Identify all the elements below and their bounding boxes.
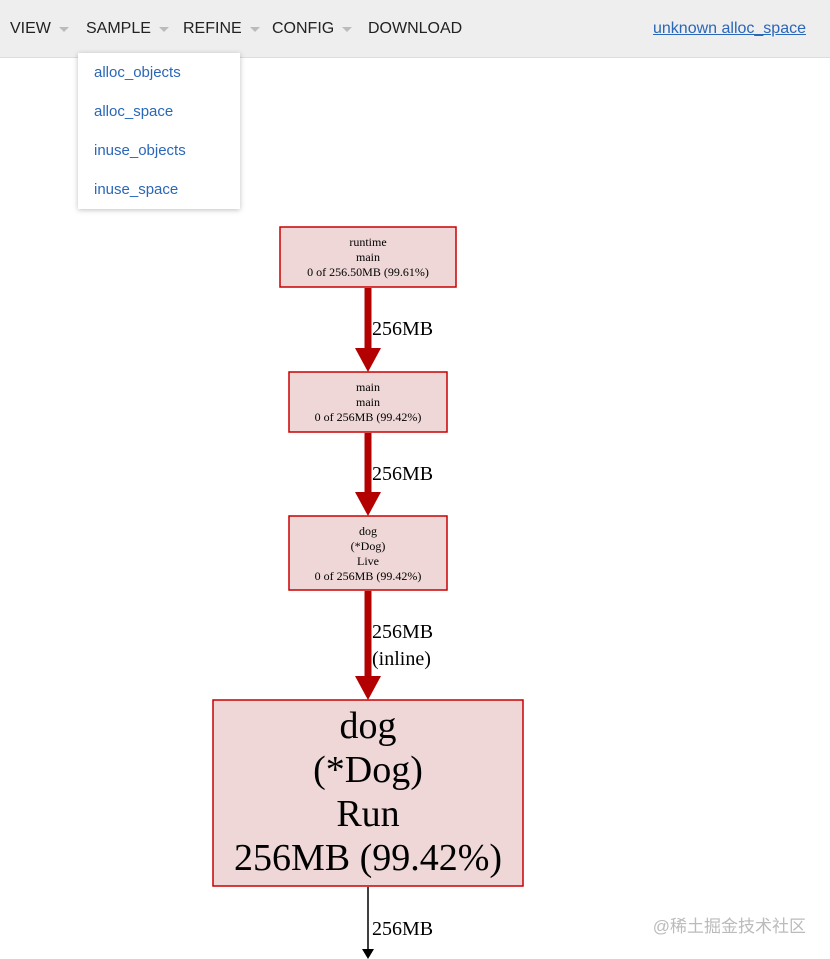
sample-menu-label: SAMPLE — [86, 20, 151, 37]
sample-option-inuse-space[interactable]: inuse_space — [94, 181, 179, 198]
node-box — [288, 515, 448, 591]
node-box — [212, 699, 524, 887]
node-label-line: dog — [359, 524, 377, 538]
view-menu-label: VIEW — [10, 20, 51, 37]
download-menu[interactable]: DOWNLOAD — [368, 0, 462, 58]
chevron-down-icon — [58, 27, 69, 32]
arrowhead-icon — [355, 348, 381, 372]
node-label-line: Live — [357, 554, 379, 568]
node-label-line: main — [356, 250, 380, 264]
edge-main-to-dog-live[interactable]: 256MB — [355, 433, 433, 516]
arrowhead-icon — [362, 949, 374, 959]
node-label-line: (*Dog) — [351, 539, 386, 553]
node-label-line: 0 of 256MB (99.42%) — [315, 410, 422, 424]
arrowhead-icon — [355, 676, 381, 700]
download-menu-label: DOWNLOAD — [368, 20, 463, 37]
chevron-down-icon — [249, 27, 260, 32]
sample-option-alloc-space[interactable]: alloc_space — [94, 103, 174, 120]
config-menu[interactable]: CONFIG — [272, 0, 353, 58]
profile-title-link[interactable]: unknown alloc_space — [653, 20, 806, 37]
node-label-line: 0 of 256.50MB (99.61%) — [307, 265, 429, 279]
sample-menu[interactable]: SAMPLE — [86, 0, 169, 58]
chevron-down-icon — [342, 27, 353, 32]
node-label-line: Run — [336, 793, 399, 835]
refine-menu-label: REFINE — [183, 20, 242, 37]
edge-dog-run-out[interactable]: 256MB — [362, 887, 433, 959]
edge-label-line: 256MB — [372, 621, 433, 643]
sample-option-inuse-objects[interactable]: inuse_objects — [94, 142, 186, 159]
sample-dropdown: alloc_objects alloc_space inuse_objects … — [78, 53, 240, 209]
edge-runtime-main-to-main[interactable]: 256MB — [355, 288, 433, 372]
chevron-down-icon — [158, 27, 169, 32]
sample-option-alloc-objects[interactable]: alloc_objects — [94, 64, 181, 81]
refine-menu[interactable]: REFINE — [183, 0, 260, 58]
node-label-line: runtime — [349, 235, 386, 249]
edge-label-line: 256MB — [372, 918, 433, 940]
node-label-line: main — [356, 380, 380, 394]
edge-label-line: 256MB — [372, 463, 433, 485]
node-box — [288, 371, 448, 433]
arrowhead-icon — [355, 492, 381, 516]
edge-dog-live-to-dog-run[interactable]: 256MB (inline) — [355, 591, 433, 700]
node-label-line: 0 of 256MB (99.42%) — [315, 569, 422, 583]
node-label-line: (*Dog) — [313, 749, 423, 791]
config-menu-label: CONFIG — [272, 20, 335, 37]
watermark: @稀土掘金技术社区 — [652, 917, 806, 936]
node-label-line: main — [356, 395, 380, 409]
toolbar: VIEW SAMPLE REFINE CONFIG DOWNLOAD unkno… — [0, 0, 830, 58]
node-box — [279, 226, 457, 288]
node-label-line: 256MB (99.42%) — [234, 837, 502, 879]
view-menu[interactable]: VIEW — [10, 0, 69, 58]
edge-label-line: (inline) — [372, 648, 431, 670]
edge-label-line: 256MB — [372, 318, 433, 340]
node-label-line: dog — [340, 705, 397, 747]
